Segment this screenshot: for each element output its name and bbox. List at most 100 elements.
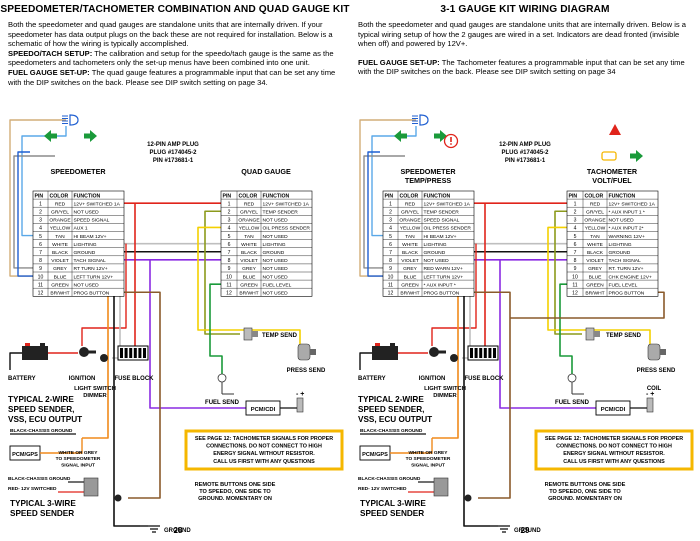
table-right-frame [566, 190, 659, 297]
pcm-gps-label: PCM/GPS [12, 452, 38, 458]
left-turn-arrow-icon [44, 130, 57, 142]
table-right-function: CHK ENGINE 12V+ [609, 274, 652, 280]
table-right-function: NOT USED [263, 218, 289, 224]
temp-sender-tip [594, 331, 600, 337]
dimmer-switch-knob [100, 354, 108, 362]
table-right-function: RT. TURN 12V+ [609, 266, 644, 272]
typical-2wire-label: SPEED SENDER, [358, 405, 424, 414]
fuse-block-fuse [474, 348, 478, 358]
table-right-color: RED [590, 201, 601, 207]
white-grey-label: SIGNAL INPUT [411, 462, 445, 468]
table-right-color: ORANGE [584, 218, 606, 224]
table-left-function: RED WARN 12V+ [424, 266, 464, 272]
table-right-pin: 1 [228, 201, 231, 207]
table-left-pin: 7 [389, 250, 392, 256]
gauge-title-right: QUAD GAUGE [241, 167, 291, 176]
gauge-title-left: TEMP/PRESS [405, 176, 452, 185]
coil-terminals: - + [296, 391, 304, 398]
ground-symbol-icon [498, 525, 510, 533]
table-right-color: GR/YEL [586, 210, 604, 216]
fuse-block-fuse [133, 348, 137, 358]
typical-2wire-label: VSS, ECU OUTPUT [8, 415, 82, 424]
table-left-function: NOT USED [74, 282, 100, 288]
remote-buttons-text: REMOTE BUTTONS ONE SIDE [545, 482, 626, 488]
fuel-setup-label: FUEL GAUGE SET-UP: [358, 57, 440, 67]
battery-label: BATTERY [8, 376, 36, 382]
coil-icon [296, 397, 304, 413]
battery-ground-wire [359, 352, 372, 370]
white-grey-label: TO SPEEDOMETER [406, 456, 451, 462]
table-right-function: TEMP SENDER [263, 210, 299, 216]
coil-label: COIL [647, 386, 662, 392]
table-right-color: WHITE [587, 242, 603, 248]
table-right-function: FUEL LEVEL [263, 282, 292, 288]
ground-label: GROUND [514, 528, 541, 534]
ignition-key-head [429, 347, 439, 357]
warning-triangle-shape [609, 124, 621, 135]
table-right-color: VIOLET [586, 258, 603, 264]
table-left-function: GROUND [424, 250, 446, 256]
plug-title: PIN #173681-1 [153, 158, 194, 164]
gauge-title-right: VOLT/FUEL [592, 176, 632, 185]
fuse-block-label: FUSE BLOCK [465, 376, 505, 382]
temp-send-label: TEMP SEND [606, 333, 642, 339]
table-left-pin: 4 [39, 226, 42, 232]
table-left-color: BR/WHT [50, 291, 69, 297]
pcm-cdi-label: PCM/CDI [601, 407, 626, 413]
table-right-color: GR/YEL [240, 210, 258, 216]
fuel-setup-label: FUEL GAUGE SET-UP: [8, 67, 90, 77]
table-right-function: NOT USED [263, 274, 289, 280]
battery-terminal-neg [390, 343, 395, 346]
table-right-pin: 12 [226, 291, 232, 297]
white-grey-label: WHITE OR GREY [59, 450, 99, 456]
battery-icon [372, 343, 398, 360]
table-left-function: GROUND [74, 250, 96, 256]
table-left-function: NOT USED [424, 258, 450, 264]
table-left-color: BR/WHT [400, 291, 419, 297]
table-right-function: NOT USED [263, 291, 289, 297]
plug-title: PLUG #174045-2 [501, 150, 549, 156]
ignition-label: IGNITION [69, 376, 96, 382]
red-ignition-wire [431, 243, 477, 346]
typical-2wire-label: SPEED SENDER, [8, 405, 74, 414]
speed-sender-3wire-icon [83, 477, 99, 497]
table-right-header: FUNCTION [609, 193, 636, 199]
table-left-pin: 8 [39, 258, 42, 264]
table-left-function: SPEED SIGNAL [424, 218, 460, 224]
violet-pcm-wire [149, 259, 248, 409]
press-sender-icon [297, 343, 316, 361]
left-turn-arrow-icon-shape [44, 130, 57, 142]
fuse-block-fuse [493, 348, 496, 358]
white-grey-label: WHITE OR GREY [409, 450, 449, 456]
table-right-header: PIN [223, 193, 232, 199]
table-right-pin: 7 [574, 250, 577, 256]
table-left-color: GR/YEL [401, 210, 419, 216]
battery-ground-wire [9, 352, 22, 370]
black-main-ground [463, 251, 490, 527]
table-right-function: * AUX INPUT 1 * [609, 210, 645, 216]
press-sender-icon [647, 343, 666, 361]
press-sender-tip [660, 349, 666, 355]
typical-3wire-label: TYPICAL 3-WIRE [10, 499, 76, 508]
gauge-title-left: SPEEDOMETER [50, 167, 106, 176]
speedo-setup-text: The calibration and setup for the speedo… [8, 48, 334, 68]
table-right-pin: 12 [572, 291, 578, 297]
plug-title: 12-PIN AMP PLUG [147, 142, 199, 148]
table-left-pin: 6 [389, 242, 392, 248]
tach-warning-text: CONNECTIONS. DO NOT CONNECT TO HIGH [556, 444, 672, 450]
table-left-pin: 10 [38, 274, 44, 280]
table-right-pin: 9 [228, 266, 231, 272]
tach-warning-box [184, 429, 344, 471]
table-left-color: WHITE [52, 242, 68, 248]
table-left-pin: 9 [39, 266, 42, 272]
page-28: SPEEDOMETER/TACHOMETER COMBINATION AND Q… [0, 4, 349, 535]
tach-warning-text: ENERGY SIGNAL WITHOUT RESISTOR. [563, 451, 665, 457]
table-right-pin: 9 [574, 266, 577, 272]
coil-terminals: - + [646, 391, 654, 398]
table-right-function: NOT USED [263, 234, 289, 240]
table-left-pin: 2 [39, 210, 42, 216]
temp-sender-body [585, 327, 595, 341]
table-right-function: OIL PRESS SENDER [263, 226, 311, 232]
intro-paragraph: Both the speedometer and quad gauges are… [8, 20, 333, 49]
left-turn-arrow-icon-shape [394, 130, 407, 142]
